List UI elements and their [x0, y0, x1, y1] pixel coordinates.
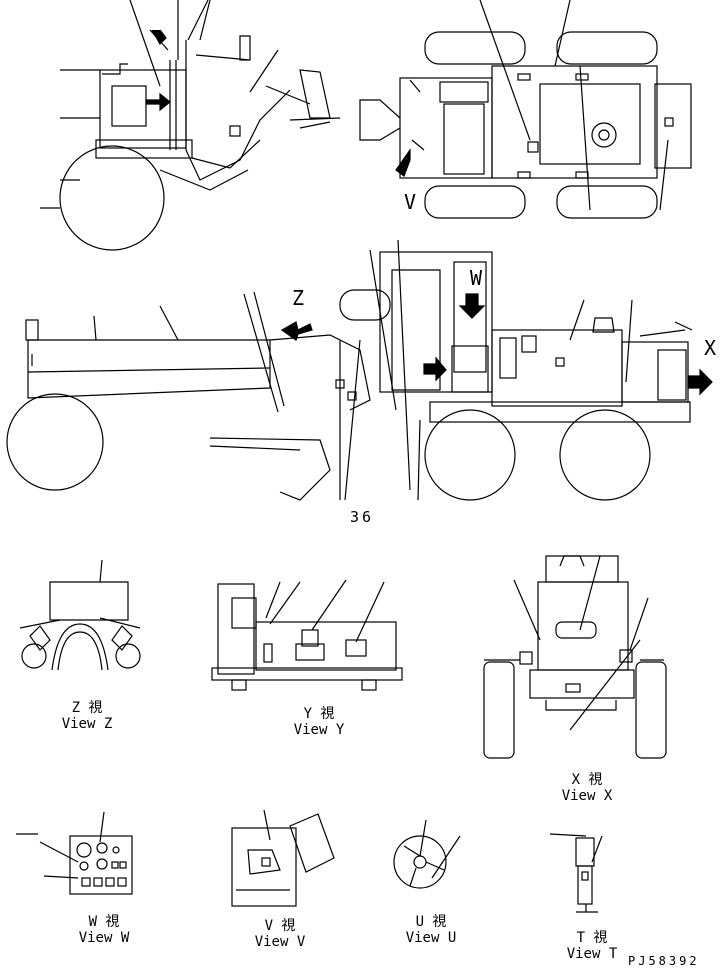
view-y-jp: Y 視 [303, 706, 335, 722]
view-w-en: View W [78, 930, 130, 946]
view-w-jp: W 視 [88, 914, 120, 930]
view-y-caption: Y 視 View Y [286, 706, 352, 738]
callout-number: 36 [350, 508, 375, 526]
view-v-drawing [231, 809, 335, 907]
view-x-jp: X 視 [571, 772, 603, 788]
view-t-jp: T 視 [576, 930, 608, 946]
grader-side-view [6, 239, 713, 501]
drawing-code: PJ58392 [628, 954, 700, 968]
view-v-caption: V 視 View V [250, 918, 310, 950]
arrow-letter-x: X [704, 336, 717, 360]
view-x-en: View X [561, 788, 613, 804]
view-x-caption: X 視 View X [554, 772, 620, 804]
view-t-drawing [549, 833, 603, 913]
view-z-caption: Z 視 View Z [56, 700, 118, 732]
view-t-en: View T [566, 946, 618, 962]
view-y-drawing [211, 579, 403, 691]
arrow-letter-v: V [404, 190, 417, 214]
view-x-drawing [483, 555, 667, 759]
view-u-drawing [393, 819, 461, 889]
view-z-en: View Z [61, 716, 113, 732]
view-u-jp: U 視 [415, 914, 447, 930]
view-v-jp: V 視 [264, 918, 296, 934]
view-z-drawing [19, 559, 141, 671]
arrow-letter-z: Z [292, 286, 305, 310]
cab-detail-view [40, 0, 341, 251]
view-z-jp: Z 視 [71, 700, 103, 716]
view-y-en: View Y [293, 722, 345, 738]
view-v-en: View V [254, 934, 306, 950]
view-u-caption: U 視 View U [400, 914, 462, 946]
view-w-drawing [16, 811, 133, 895]
view-w-caption: W 視 View W [74, 914, 134, 946]
view-t-caption: T 視 View T [562, 930, 622, 962]
view-u-en: View U [405, 930, 457, 946]
plan-view [359, 0, 692, 219]
arrow-letter-w: W [470, 266, 483, 290]
